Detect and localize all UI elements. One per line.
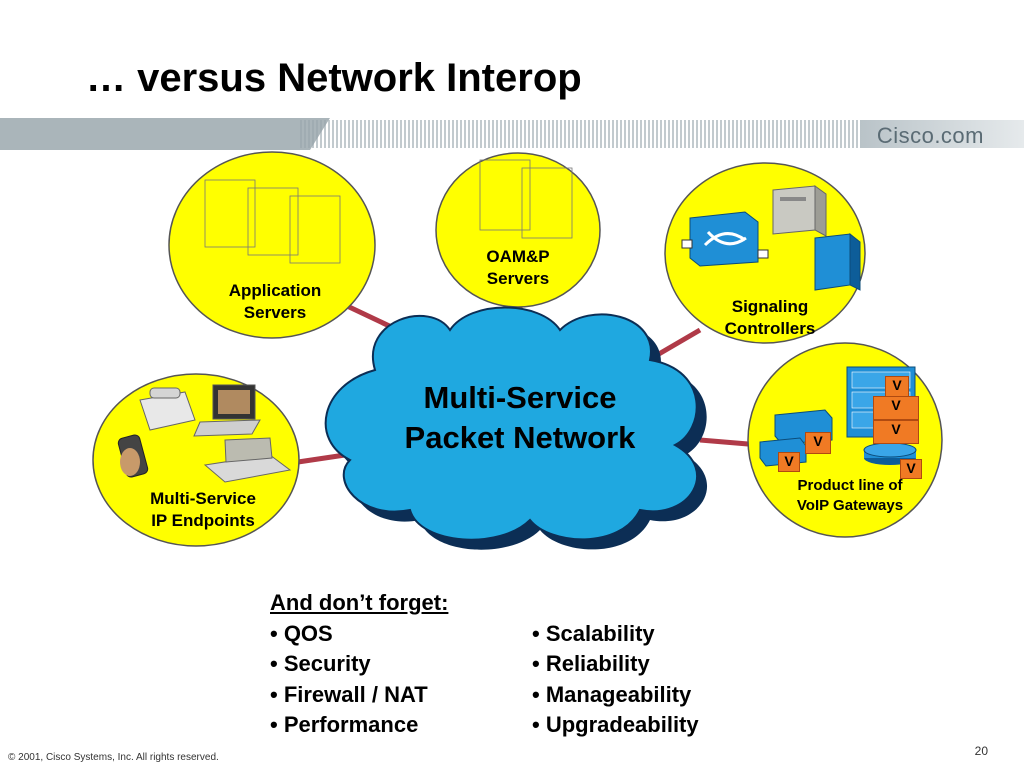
bullet-scalability: • Scalability — [532, 620, 655, 646]
endpoints-label: Multi-Service IP Endpoints — [128, 488, 278, 532]
connector-endpoints — [297, 452, 346, 465]
application-servers-bubble — [168, 151, 376, 339]
gateway-v-marker-3: V — [873, 420, 919, 444]
page-number: 20 — [974, 744, 988, 758]
gateway-v-marker-1: V — [885, 376, 909, 398]
gateway-v-marker-2: V — [873, 396, 919, 420]
gateways-label: Product line of VoIP Gateways — [770, 476, 930, 516]
network-diagram — [92, 151, 943, 550]
bullet-reliability: • Reliability — [532, 651, 650, 676]
gateway-v-marker-6: V — [900, 459, 922, 479]
signaling-switch-icon — [681, 211, 769, 267]
reminder-list-left: And don’t forget: • QOS • Security • Fir… — [270, 588, 448, 741]
oamp-servers-label: OAM&P Servers — [443, 246, 593, 290]
oamp-server-icons — [479, 159, 573, 239]
bullet-firewall-nat: • Firewall / NAT — [270, 681, 428, 707]
reminder-heading: And don’t forget: — [270, 590, 449, 615]
signaling-controllers-line1: Signaling — [731, 297, 809, 316]
bullet-qos: • QOS — [270, 620, 333, 646]
endpoints-line2: IP Endpoints — [151, 511, 255, 530]
gateways-line2: VoIP Gateways — [796, 497, 904, 514]
gateway-v-marker-5: V — [778, 452, 800, 472]
gateway-router-icon — [863, 442, 917, 465]
bullet-upgradeability: • Upgradeability — [532, 712, 699, 737]
packet-network-cloud — [324, 306, 708, 550]
endpoints-line1: Multi-Service — [150, 489, 256, 508]
header-stripe-bar — [0, 118, 1024, 150]
gateways-line1: Product line of — [797, 477, 903, 494]
signaling-controllers-line2: Controllers — [724, 319, 816, 338]
bullet-manageability: • Manageability — [532, 681, 692, 707]
fax-machine-icon — [203, 437, 292, 483]
video-laptop-icon — [193, 384, 261, 437]
cloud-label-line2: Packet Network — [404, 420, 636, 455]
copyright-footer: © 2001, Cisco Systems, Inc. All rights r… — [8, 752, 219, 763]
application-servers-label: Application Servers — [200, 280, 350, 324]
signaling-controller-icon — [814, 232, 861, 291]
bullet-security: • Security — [270, 651, 371, 676]
bullet-performance: • Performance — [270, 712, 419, 737]
application-servers-line1: Application — [228, 281, 322, 300]
ip-phone-icon — [139, 387, 196, 431]
application-server-icons — [204, 179, 341, 264]
oamp-servers-line2: Servers — [486, 269, 550, 288]
gateway-v-marker-4: V — [805, 432, 831, 454]
signaling-server-icon — [772, 185, 827, 237]
slide-title: … versus Network Interop — [86, 56, 582, 100]
cloud-label-line1: Multi-Service — [423, 380, 617, 415]
reminder-list-right: • Scalability • Reliability • Manageabil… — [532, 619, 699, 741]
application-servers-line2: Servers — [243, 303, 307, 322]
oamp-servers-line1: OAM&P — [486, 247, 550, 266]
cloud-label: Multi-Service Packet Network — [380, 378, 660, 458]
signaling-controllers-label: Signaling Controllers — [695, 296, 845, 340]
mobile-phone-icon — [117, 434, 149, 478]
cisco-brand-logo: Cisco.com — [876, 123, 984, 148]
